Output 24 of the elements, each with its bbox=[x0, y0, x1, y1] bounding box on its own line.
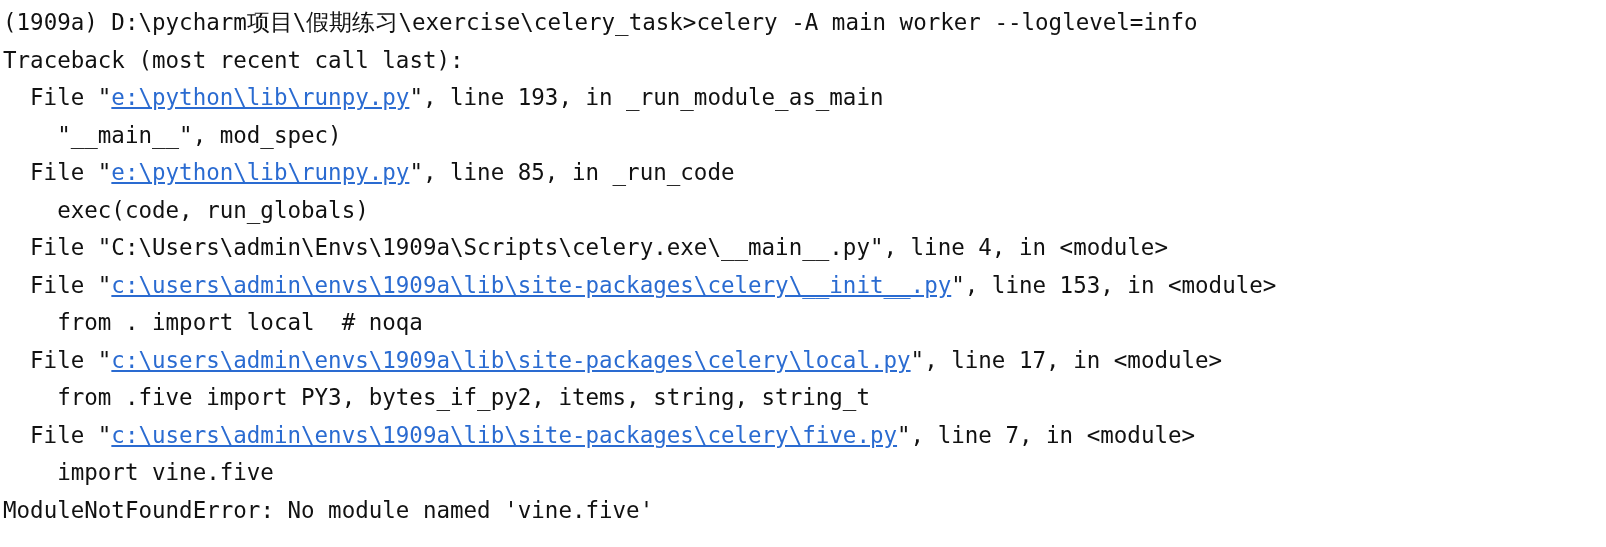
code-text: File " bbox=[30, 159, 112, 185]
code-text: ", line 85, in _run_code bbox=[409, 159, 735, 185]
file-link: c:\users\admin\envs\1909a\lib\site-packages\celery\__init__.py bbox=[111, 271, 952, 298]
code-text: import vine.five bbox=[57, 459, 274, 485]
code-text: File "C:\Users\admin\Envs\1909a\Scripts\celery.exe\__main__.py", line 4, in <module> bbox=[30, 234, 1168, 260]
code-text: ", line 17, in <module> bbox=[910, 346, 1223, 373]
code-text: from .five import PY3, bytes_if_py2, items, string, string_t bbox=[57, 384, 870, 410]
code-text: Traceback (most recent call last): bbox=[3, 46, 464, 73]
file-link: c:\users\admin\envs\1909a\lib\site-packages\celery\five.py bbox=[111, 421, 898, 448]
code-text: File " bbox=[30, 271, 112, 298]
file-link: e:\python\lib\runpy.py bbox=[111, 84, 410, 110]
code-text: ", line 7, in <module> bbox=[897, 421, 1196, 448]
code-text: File " bbox=[30, 346, 112, 373]
file-link: e:\python\lib\runpy.py bbox=[111, 159, 410, 185]
file-link: c:\users\admin\envs\1909a\lib\site-packages\celery\local.py bbox=[111, 346, 911, 373]
code-text: File " bbox=[30, 421, 112, 448]
code-text: File " bbox=[30, 84, 112, 110]
code-text: ModuleNotFoundError: No module named 'vine.five' bbox=[3, 496, 654, 523]
code-text: "__main__", mod_spec) bbox=[57, 121, 342, 148]
code-text: ", line 153, in <module> bbox=[951, 271, 1277, 298]
code-text: from . import local # noqa bbox=[57, 309, 423, 335]
code-text: ", line 193, in _run_module_as_main bbox=[409, 84, 884, 110]
code-text: exec(code, run_globals) bbox=[57, 196, 369, 223]
code-text: (1909a) D:\pycharm项目\假期练习\exercise\celery_task>celery -A main worker --loglevel=info bbox=[3, 9, 1198, 35]
